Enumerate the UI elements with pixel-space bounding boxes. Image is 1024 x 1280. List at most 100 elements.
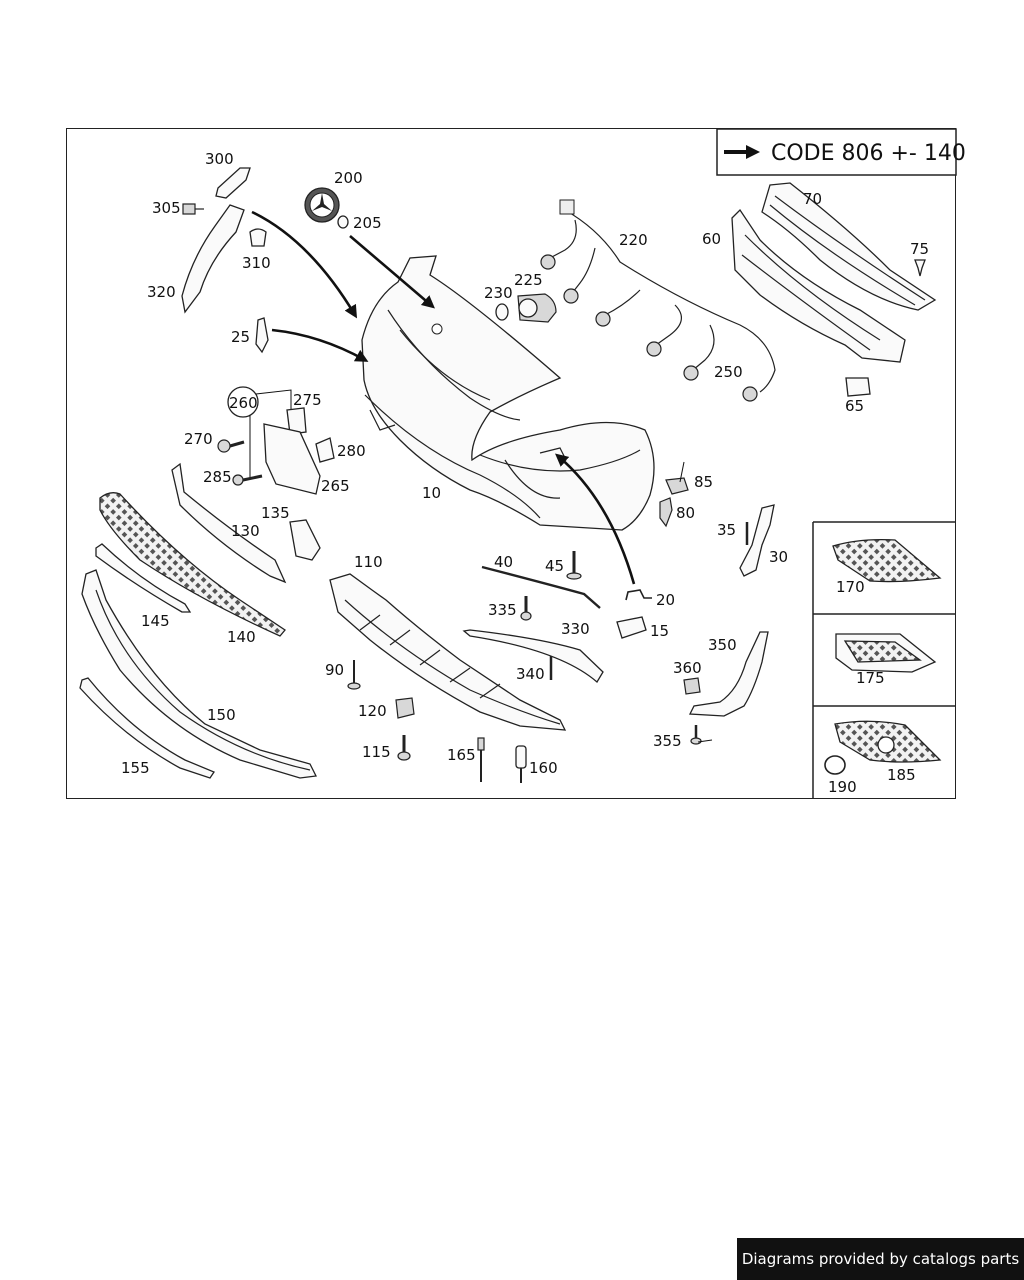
callout-305: 305 [152,199,181,217]
callout-150: 150 [207,706,236,724]
sensor-225 [517,293,557,323]
callout-360: 360 [673,659,702,677]
bracket-30 [739,504,775,577]
ring-205 [337,215,349,229]
callout-280: 280 [337,442,366,460]
callout-35: 35 [717,521,736,539]
arrow-320-to-bumper [251,210,358,319]
nut-310 [249,228,267,247]
callout-25: 25 [231,328,250,346]
lower-grille-140 [99,492,286,637]
clip-25 [255,317,269,354]
screw-285 [232,474,263,486]
callout-115: 115 [362,743,391,761]
callout-70: 70 [803,190,822,208]
star-icon [312,193,332,211]
bracket-350 [688,631,769,717]
callout-260: 260 [229,394,258,412]
callout-75: 75 [910,240,929,258]
callout-120: 120 [358,702,387,720]
callout-300: 300 [205,150,234,168]
callout-335: 335 [488,601,517,619]
callout-355: 355 [653,732,682,750]
callout-10: 10 [422,484,441,502]
bracket-130 [171,462,287,584]
strip-155 [79,677,215,779]
callout-285: 285 [203,468,232,486]
callout-200: 200 [334,169,363,187]
ring-190 [824,755,846,775]
callout-320: 320 [147,283,176,301]
arrow-25-to-bumper [271,328,369,362]
fog-lamp-ring-icon [877,736,895,754]
clip-45 [566,551,582,580]
bracket-70 [761,182,937,311]
underbody-panel-110 [329,573,567,731]
callout-220: 220 [619,231,648,249]
bracket-135 [289,519,321,561]
callout-60: 60 [702,230,721,248]
clip-80 [659,497,673,528]
callout-30: 30 [769,548,788,566]
callout-185: 185 [887,766,916,784]
cap-65 [845,377,871,397]
strip-40 [481,565,601,609]
callout-175: 175 [856,669,885,687]
bracket-20 [625,589,652,601]
callout-205: 205 [353,214,382,232]
strip-145 [95,543,192,613]
ring-230 [495,303,509,321]
callout-165: 165 [447,746,476,764]
screw-335 [520,596,532,621]
bracket-275 [286,407,307,435]
fog-grille-170 [832,538,942,583]
strip-330 [462,629,604,683]
rivet-165 [477,737,485,782]
callout-265: 265 [321,477,350,495]
clip-360 [683,677,701,695]
callout-190: 190 [828,778,857,796]
clip-120 [395,697,415,719]
rivet-160 [515,745,527,783]
screw-305 [182,203,204,215]
plate-265 [263,423,321,495]
callout-85: 85 [694,473,713,491]
star-emblem [304,187,340,223]
arrow-right-icon [746,145,760,159]
callout-130: 130 [231,522,260,540]
callout-330: 330 [561,620,590,638]
screw-270 [217,439,245,453]
callout-160: 160 [529,759,558,777]
callout-135: 135 [261,504,290,522]
screw-115 [397,735,411,761]
callout-155: 155 [121,759,150,777]
callout-350: 350 [708,636,737,654]
arrow-200-to-bumper [349,235,435,309]
trim-320 [181,204,245,314]
arrow-15-to-bumper [555,453,636,585]
diagram-frame [66,128,956,799]
callout-110: 110 [354,553,383,571]
callout-145: 145 [141,612,170,630]
callout-275: 275 [293,391,322,409]
callout-260-circle [227,386,259,418]
callout-140: 140 [227,628,256,646]
callout-340: 340 [516,665,545,683]
callout-20: 20 [656,591,675,609]
callout-45: 45 [545,557,564,575]
fog-cover-variants-panel [812,521,956,799]
screw-90 [347,660,361,690]
bracket-60 [731,208,906,363]
clip-75 [914,259,926,277]
callout-310: 310 [242,254,271,272]
code-label: CODE 806 +- 140 [771,141,966,166]
callout-90: 90 [325,661,344,679]
spoiler-150 [81,569,317,779]
callout-15: 15 [650,622,669,640]
callout-80: 80 [676,504,695,522]
callout-170: 170 [836,578,865,596]
screw-355 [690,725,702,745]
callout-270: 270 [184,430,213,448]
grommet-280 [315,437,335,463]
